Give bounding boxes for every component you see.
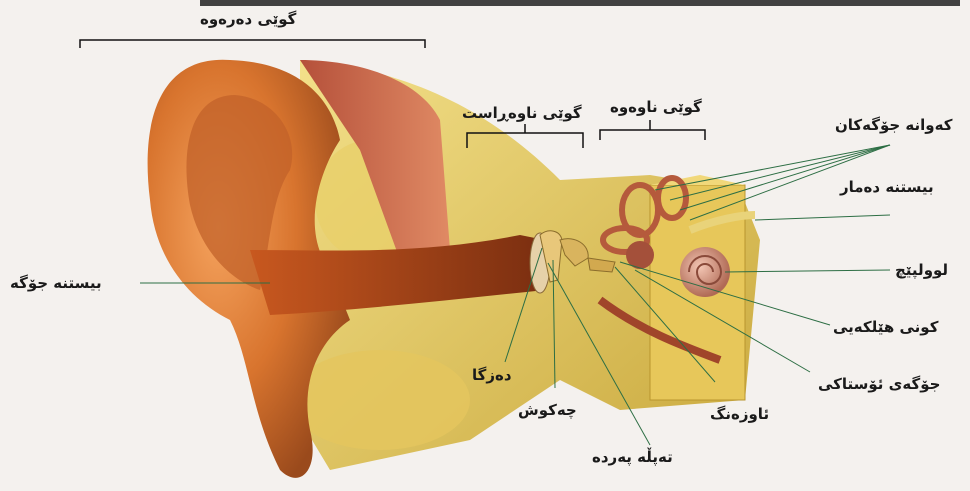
label-eustachian-tube: جۆگەی ئۆستاکی: [818, 377, 940, 392]
label-inner-ear: گوێی ناوەوە: [610, 100, 702, 115]
label-oval-window: کونی هێلکەیی: [833, 320, 938, 335]
label-auditory-nerve: بیستنە دەمار: [840, 180, 934, 195]
label-outer-ear: گوێی دەرەوە: [200, 12, 296, 27]
label-hammer: چەکوش: [518, 403, 577, 418]
label-cochlea: لوولپێچ: [895, 263, 948, 278]
bracket-outer-ear: [80, 40, 425, 48]
label-ear-canal: بیستنە جۆگە: [10, 276, 102, 291]
cochlea-shape: [680, 247, 730, 297]
bracket-inner-ear: [600, 120, 705, 140]
label-eardrum: تەپڵە پەردە: [592, 450, 673, 465]
spongy-bone-lower: [290, 350, 470, 450]
label-semicircular-canals: کەوانە جۆگەکان: [835, 118, 952, 133]
label-middle-ear: گوێی ناوەڕاست: [462, 106, 582, 121]
label-stirrup: ئاوزەنگ: [710, 407, 769, 422]
label-anvil: دەزگا: [472, 368, 512, 383]
cropped-caption-strip: [200, 0, 960, 6]
